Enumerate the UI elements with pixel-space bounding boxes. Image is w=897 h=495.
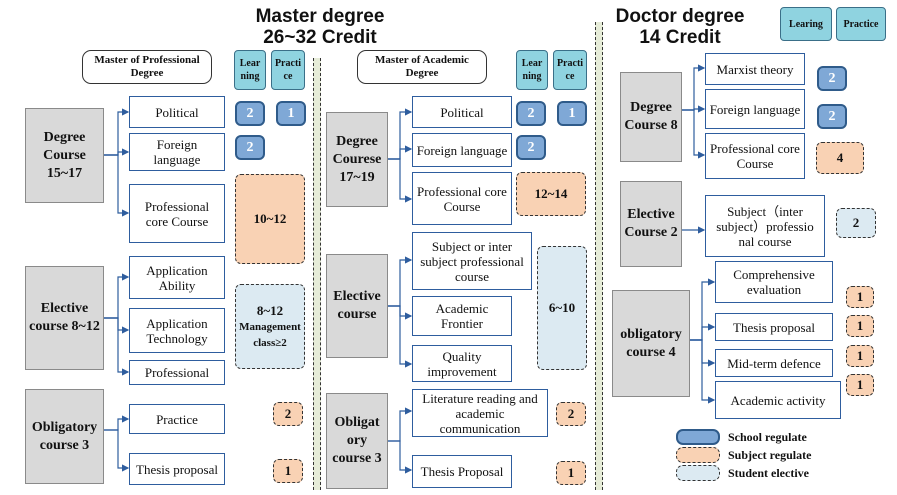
doctor-foreign-box: Foreign language — [705, 89, 805, 129]
doctor-marxist-box: Marxist theory — [705, 53, 805, 85]
doctor-foreign-badge: 2 — [817, 104, 847, 129]
professional-learning-tab: Lear ning — [234, 50, 266, 90]
doctor-subject-badge: 2 — [836, 208, 876, 238]
professional-thesis-badge: 1 — [273, 459, 303, 483]
professional-thesis-box: Thesis proposal — [129, 453, 225, 485]
professional-political-practice-badge: 1 — [276, 101, 306, 126]
academic-frontier-box: Academic Frontier — [412, 296, 512, 336]
professional-practice-tab: Practi ce — [271, 50, 305, 90]
professional-core-box: Professional core Course — [129, 184, 225, 243]
doctor-obligatory-course: obligatory course 4 — [612, 290, 690, 397]
doctor-comprehensive-box: Comprehensive evaluation — [715, 261, 833, 303]
academic-practice-tab: Practi ce — [553, 50, 587, 90]
professional-degree-header: Master of Professional Degree — [82, 50, 212, 84]
professional-app-tech-box: Application Technology — [129, 308, 225, 353]
doctor-practice-tab: Practice — [836, 7, 886, 41]
professional-professional-box: Professional — [129, 360, 225, 385]
academic-literature-badge: 2 — [556, 402, 586, 426]
professional-obligatory-course: Obligatory course 3 — [25, 389, 104, 484]
doctor-activity-box: Academic activity — [715, 381, 841, 419]
academic-degree-header: Master of Academic Degree — [357, 50, 487, 84]
professional-political-learning-badge: 2 — [235, 101, 265, 126]
doctor-subject-box: Subject（inter subject）professio nal cour… — [705, 195, 825, 257]
professional-foreign-badge: 2 — [235, 135, 265, 160]
legend-subject-swatch — [676, 447, 720, 463]
academic-degree-course: Degree Courese 17~19 — [326, 112, 388, 207]
doctor-title: Doctor degree 14 Credit — [615, 6, 745, 48]
professional-elective-course: Elective course 8~12 — [25, 266, 104, 370]
legend-school-swatch — [676, 429, 720, 445]
doctor-learning-tab: Learing — [780, 7, 832, 41]
separator-right — [595, 22, 603, 490]
doctor-elective-course: Elective Course 2 — [620, 181, 682, 267]
doctor-thesis-badge: 1 — [846, 315, 874, 337]
doctor-degree-course: Degree Course 8 — [620, 72, 682, 162]
academic-quality-box: Quality improvement — [412, 345, 512, 382]
academic-political-learning-badge: 2 — [516, 101, 546, 126]
separator-left — [313, 58, 321, 490]
professional-degree-course: Degree Course 15~17 — [25, 108, 104, 203]
academic-core-badge: 12~14 — [516, 172, 586, 216]
academic-subject-box: Subject or inter subject professional co… — [412, 232, 532, 290]
professional-elective-badge: 8~12 Management class≥2 — [235, 284, 305, 369]
academic-learning-tab: Lear ning — [516, 50, 548, 90]
professional-core-badge: 10~12 — [235, 174, 305, 264]
professional-practice-box: Practice — [129, 404, 225, 434]
doctor-activity-badge: 1 — [846, 374, 874, 396]
academic-elective-badge: 6~10 — [537, 246, 587, 370]
academic-foreign-badge: 2 — [516, 135, 546, 160]
doctor-midterm-badge: 1 — [846, 345, 874, 367]
doctor-core-box: Professional core Course — [705, 133, 805, 179]
legend-school-label: School regulate — [728, 429, 807, 444]
academic-thesis-box: Thesis Proposal — [412, 455, 512, 488]
master-title: Master degree 26~32 Credit — [255, 6, 385, 48]
academic-foreign-box: Foreign language — [412, 133, 512, 167]
academic-core-box: Professional core Course — [412, 172, 512, 225]
professional-practice-badge: 2 — [273, 402, 303, 426]
professional-app-ability-box: Application Ability — [129, 256, 225, 299]
legend-subject-label: Subject regulate — [728, 447, 812, 462]
academic-literature-box: Literature reading and academic communic… — [412, 389, 548, 437]
legend-student-label: Student elective — [728, 465, 809, 480]
doctor-marxist-badge: 2 — [817, 66, 847, 91]
legend-student-swatch — [676, 465, 720, 481]
doctor-core-badge: 4 — [816, 142, 864, 174]
doctor-thesis-box: Thesis proposal — [715, 313, 833, 341]
doctor-comprehensive-badge: 1 — [846, 286, 874, 308]
professional-foreign-box: Foreign language — [129, 133, 225, 171]
academic-thesis-badge: 1 — [556, 461, 586, 485]
academic-obligatory-course: Obligat ory course 3 — [326, 393, 388, 489]
academic-political-practice-badge: 1 — [557, 101, 587, 126]
academic-elective-course: Elective course — [326, 254, 388, 358]
doctor-midterm-box: Mid-term defence — [715, 349, 833, 377]
academic-political-box: Political — [412, 96, 512, 128]
professional-political-box: Political — [129, 96, 225, 128]
